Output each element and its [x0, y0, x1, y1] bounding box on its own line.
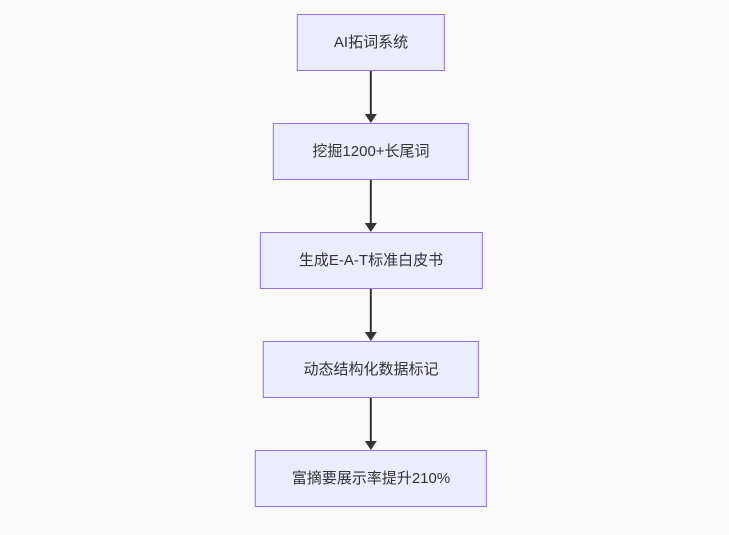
arrow-line	[370, 398, 372, 441]
flow-node-label: 富摘要展示率提升210%	[291, 470, 451, 487]
arrow-head-down-icon	[365, 332, 377, 341]
flow-node-eat-whitepaper: 生成E-A-T标准白皮书	[259, 232, 483, 289]
flowchart: AI拓词系统 挖掘1200+长尾词 生成E-A-T标准白皮书 动态结构化数据标记	[254, 14, 488, 507]
flow-arrow	[365, 289, 377, 341]
arrow-head-down-icon	[365, 223, 377, 232]
flow-node-structured-data-markup: 动态结构化数据标记	[263, 341, 479, 398]
flow-arrow	[365, 71, 377, 123]
arrow-line	[370, 289, 372, 332]
flow-node-label: AI拓词系统	[333, 34, 409, 51]
flow-arrow	[365, 180, 377, 232]
flow-node-rich-snippet-uplift: 富摘要展示率提升210%	[254, 450, 488, 507]
arrow-line	[370, 71, 372, 114]
arrow-line	[370, 180, 372, 223]
flow-node-label: 动态结构化数据标记	[303, 361, 439, 378]
flow-arrow	[365, 398, 377, 450]
arrow-head-down-icon	[365, 441, 377, 450]
arrow-head-down-icon	[365, 114, 377, 123]
flow-node-ai-keyword-system: AI拓词系统	[296, 14, 446, 71]
flow-node-longtail-mining: 挖掘1200+长尾词	[273, 123, 469, 180]
flow-node-label: 挖掘1200+长尾词	[312, 143, 430, 160]
flow-node-label: 生成E-A-T标准白皮书	[298, 252, 444, 269]
